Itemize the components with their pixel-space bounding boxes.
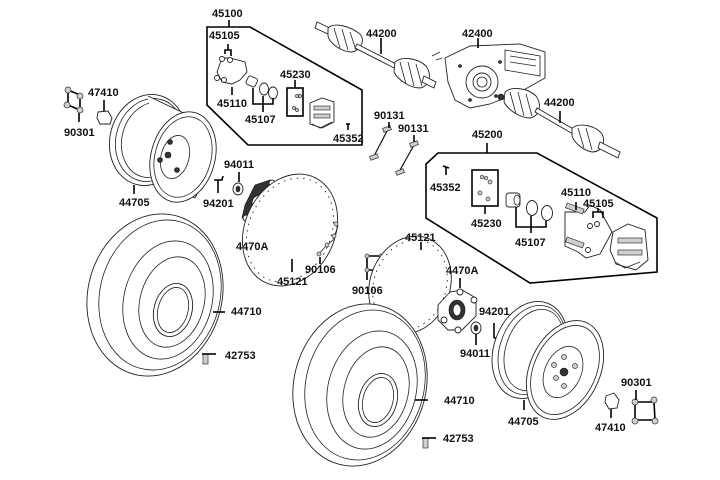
caliper-right — [609, 223, 649, 271]
label-45352: 45352 — [333, 133, 364, 145]
label-42753: 42753 — [225, 350, 256, 362]
label-47410: 47410 — [88, 87, 119, 99]
valve-stem-right — [422, 437, 436, 449]
brake-kit-45200-box — [425, 143, 658, 284]
kit-outline — [206, 26, 363, 146]
label-45110: 45110 — [561, 187, 591, 199]
label-94201: 94201 — [479, 306, 510, 318]
label-94201: 94201 — [203, 198, 234, 210]
label-45110: 45110 — [217, 98, 247, 110]
label-42400: 42400 — [462, 28, 493, 40]
label-90131: 90131 — [398, 123, 429, 135]
label-90301: 90301 — [64, 127, 95, 139]
tire-left — [86, 213, 225, 377]
label-45121: 45121 — [277, 276, 308, 288]
label-45352: 45352 — [430, 182, 461, 194]
wheel-hub-right — [437, 278, 478, 334]
pad-kit-top — [286, 80, 304, 117]
label-45105: 45105 — [209, 30, 240, 42]
label-44200: 44200 — [366, 28, 397, 40]
pad-kit-right — [471, 169, 499, 214]
label-45121: 45121 — [405, 232, 436, 244]
piston-seals-top — [245, 75, 278, 112]
caliper-top — [309, 97, 335, 129]
brake-disc-left — [241, 173, 339, 287]
bleeder-screw-top — [346, 123, 350, 130]
label-42753: 42753 — [443, 433, 474, 445]
drive-shaft-right — [497, 88, 621, 159]
label-94011: 94011 — [460, 348, 490, 360]
label-47410: 47410 — [595, 422, 626, 434]
label-90106: 90106 — [352, 285, 383, 297]
label-45100: 45100 — [212, 8, 243, 20]
label-90131: 90131 — [374, 110, 405, 122]
caliper-bracket-right — [564, 202, 613, 259]
bolts-90131 — [369, 122, 419, 176]
wheel-rim-right — [491, 300, 605, 420]
center-nut-right — [604, 392, 620, 418]
label-45230: 45230 — [471, 218, 502, 230]
wheel-rim-left — [108, 94, 217, 203]
label-45230: 45230 — [280, 69, 311, 81]
label-4470A: 4470A — [446, 265, 478, 277]
label-4470A: 4470A — [236, 241, 268, 253]
caliper-bracket-top — [214, 44, 248, 95]
label-44705: 44705 — [508, 416, 539, 428]
label-90106: 90106 — [305, 264, 336, 276]
label-45200: 45200 — [472, 129, 503, 141]
label-45107: 45107 — [245, 114, 276, 126]
disc-bolts-left — [316, 221, 339, 264]
lug-nuts-left — [63, 86, 84, 122]
label-44710: 44710 — [231, 306, 262, 318]
label-44710: 44710 — [444, 395, 475, 407]
piston-seals-right — [505, 192, 553, 233]
lug-nuts-right — [631, 390, 659, 425]
bleeder-screw-right — [442, 165, 450, 175]
valve-stem-left — [202, 353, 216, 365]
drive-shaft-top — [314, 21, 437, 89]
label-94011: 94011 — [224, 159, 254, 171]
label-45107: 45107 — [515, 237, 546, 249]
label-45105: 45105 — [583, 198, 614, 210]
hub-nut-left — [214, 172, 244, 196]
center-nut-left — [96, 100, 113, 125]
label-90301: 90301 — [621, 377, 652, 389]
brake-kit-45100-box — [206, 20, 363, 146]
tire-right — [292, 303, 428, 467]
label-44200: 44200 — [544, 97, 575, 109]
label-44705: 44705 — [119, 197, 150, 209]
